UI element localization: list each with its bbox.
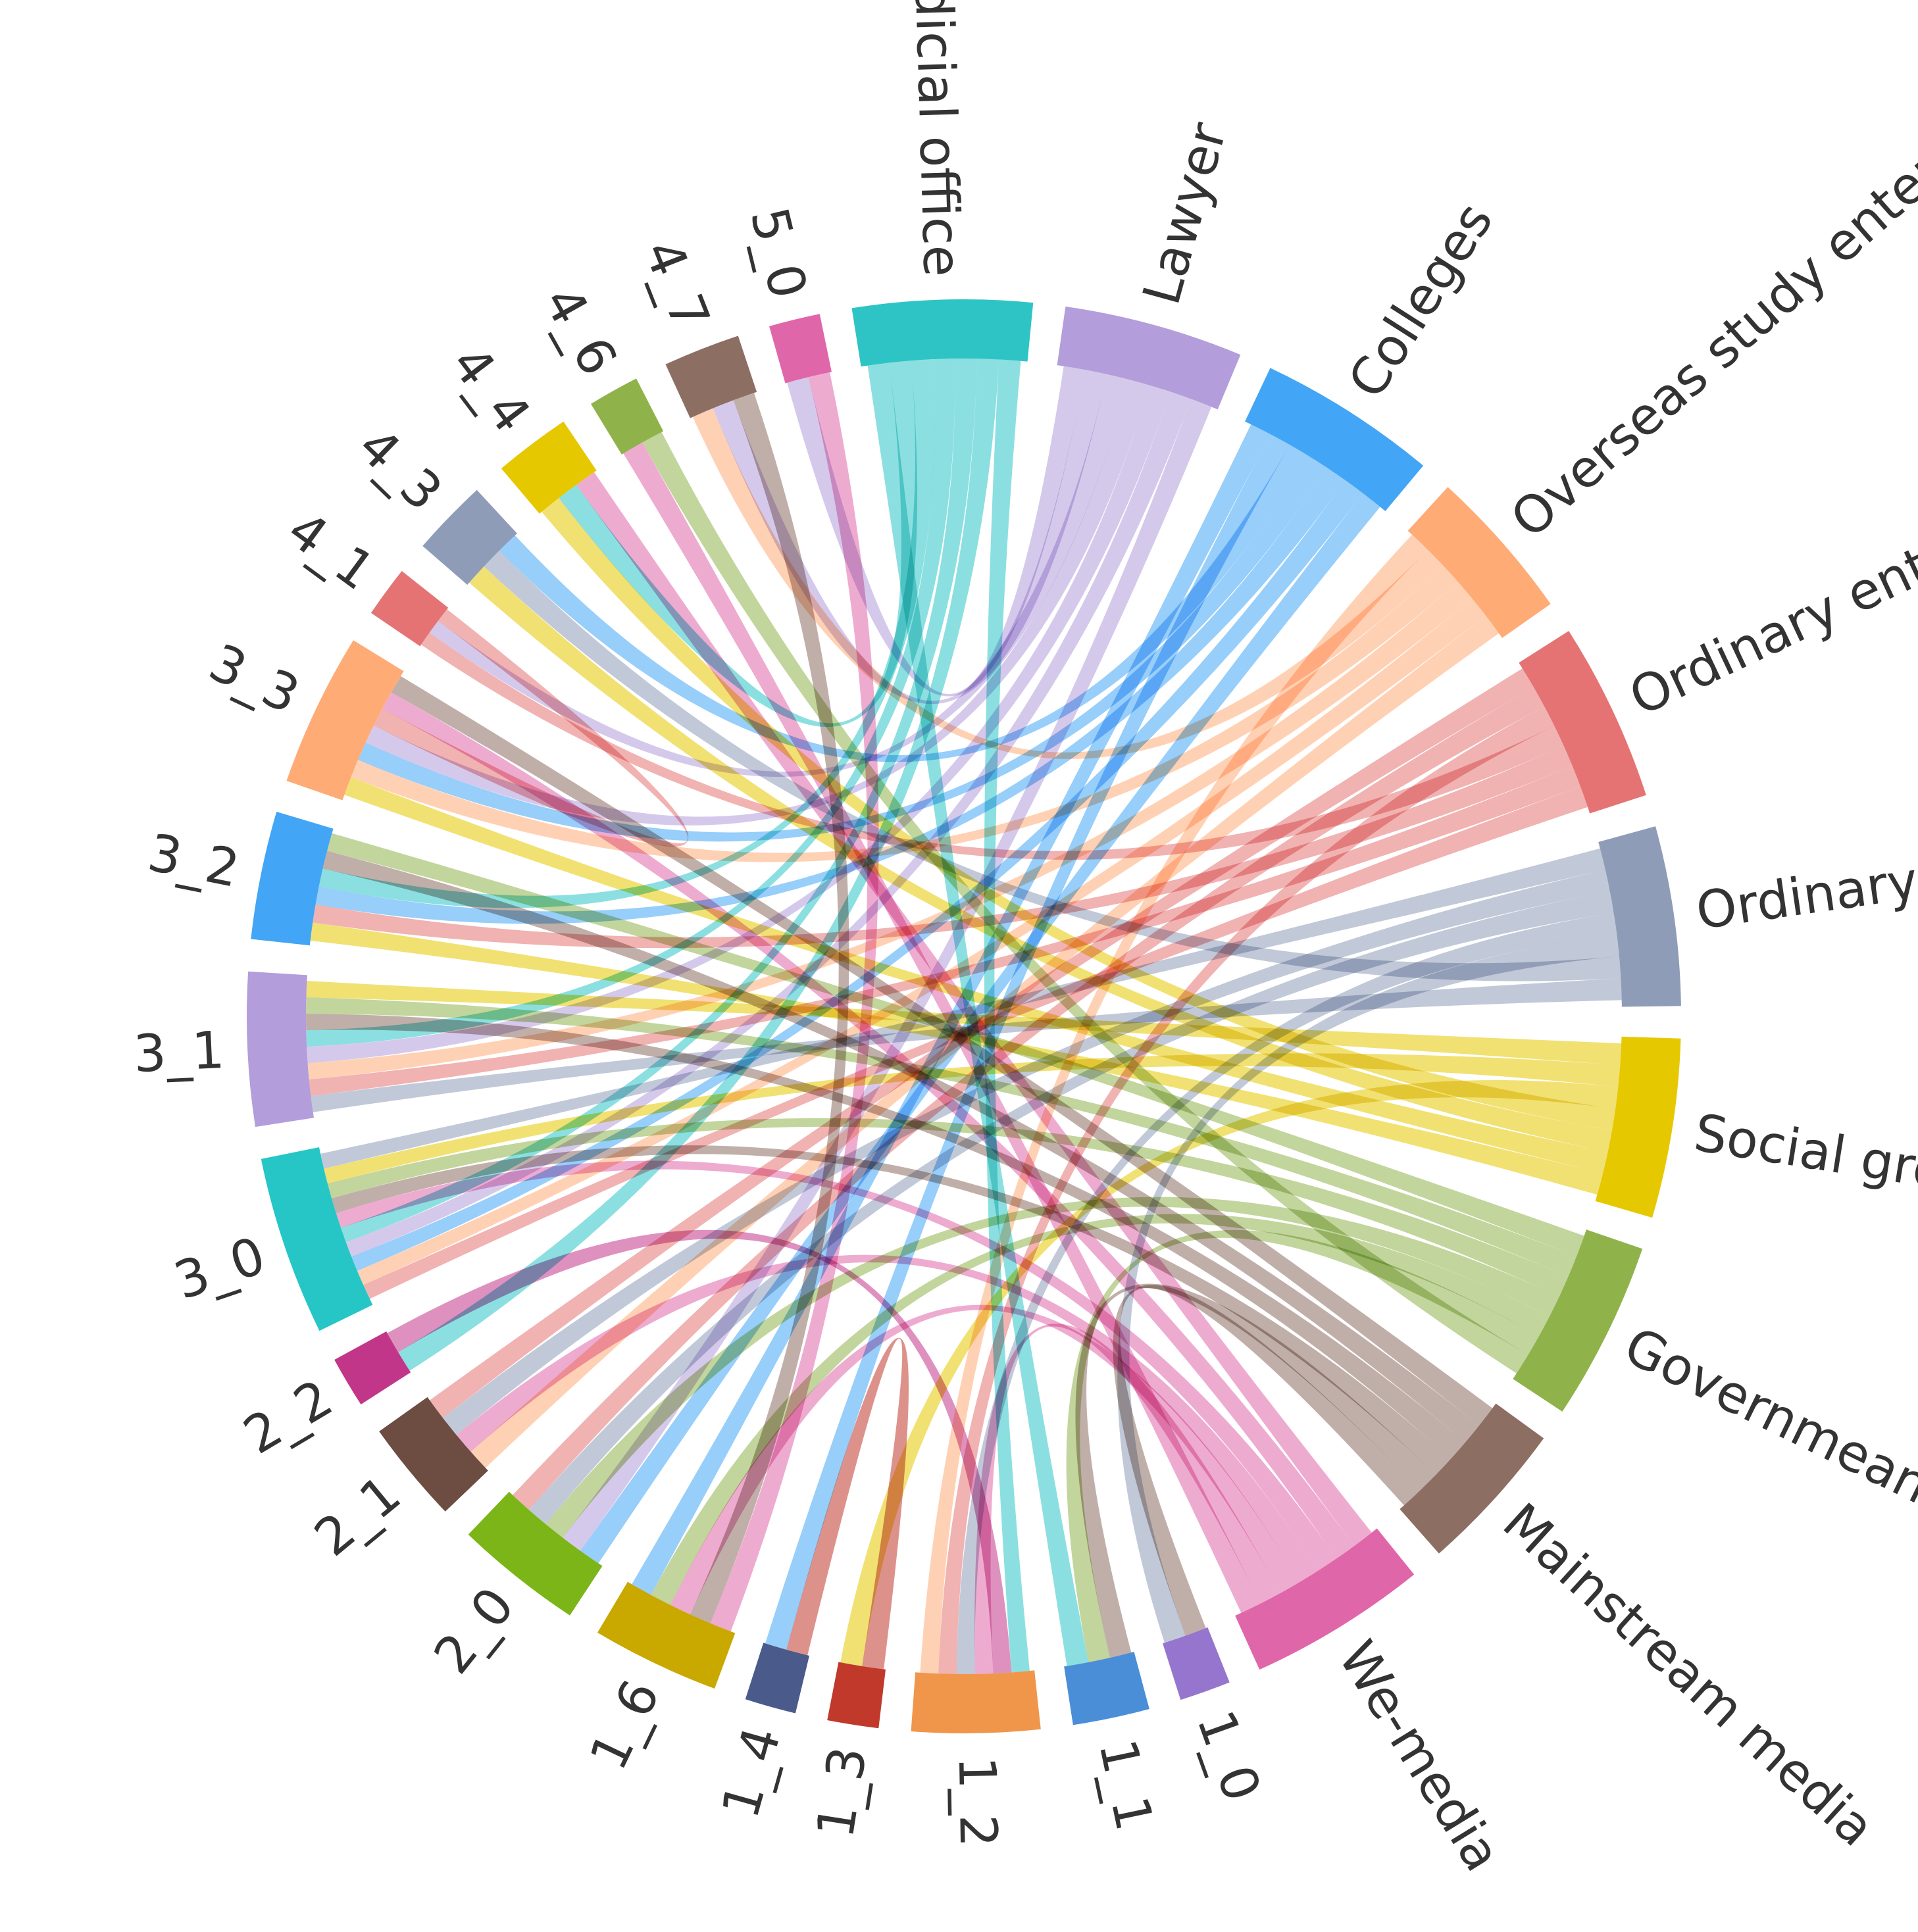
label-ordinary-enterprise: Ordinary enterprise <box>1621 460 1918 728</box>
ribbon-colleges-to-1-4[interactable] <box>765 434 1290 1650</box>
arc-1-6[interactable] <box>597 1581 736 1689</box>
arc-3-2[interactable] <box>251 812 334 946</box>
arc-ordinary-enterprise[interactable] <box>1519 631 1646 814</box>
ribbon-lawyer-to-5-0[interactable] <box>787 366 1086 697</box>
label-lawyer: Lawyer <box>1132 116 1239 310</box>
arc-ordinary-people[interactable] <box>1598 826 1681 1007</box>
label-3-3: 3_3 <box>201 633 309 726</box>
arc-1-2[interactable] <box>911 1670 1041 1733</box>
label-4-4: 4_4 <box>440 335 542 444</box>
label-5-0: 5_0 <box>739 202 818 305</box>
label-1-4: 1_4 <box>711 1721 793 1824</box>
arc-1-3[interactable] <box>827 1662 886 1729</box>
label-2-2: 2_2 <box>234 1369 343 1466</box>
ribbon-ordinary-people-to-3-1[interactable] <box>311 978 1622 1112</box>
ribbon-social-groups-to-3-1[interactable] <box>306 981 1622 1066</box>
ribbon-judicial-office-to-4-4[interactable] <box>559 360 918 727</box>
ribbon-mainstream-media-to-1-1[interactable] <box>1075 1283 1436 1658</box>
label-governmeant-sector: Governmeant sector <box>1615 1316 1918 1602</box>
label-4-7: 4_7 <box>632 232 720 339</box>
arc-1-0[interactable] <box>1163 1627 1230 1700</box>
label-4-3: 4_3 <box>347 416 453 522</box>
arc-3-0[interactable] <box>261 1147 373 1331</box>
arc-5-0[interactable] <box>769 314 832 384</box>
arc-3-1[interactable] <box>246 971 314 1127</box>
arc-we-media[interactable] <box>1235 1528 1415 1670</box>
ribbon-ordinary-enterprise-to-3-0[interactable] <box>363 786 1588 1299</box>
ribbon-judicial-office-to-1-1[interactable] <box>867 362 1089 1666</box>
arc-1-4[interactable] <box>745 1643 810 1714</box>
ribbon-4-1-to-3-3[interactable] <box>373 609 689 847</box>
label-social-groups: Social groups <box>1690 1103 1918 1216</box>
ribbon-we-media-to-4-4[interactable] <box>576 472 1372 1547</box>
label-1-0: 1_0 <box>1185 1703 1271 1808</box>
ribbon-social-groups-to-3-3[interactable] <box>344 777 1608 1174</box>
arc-judicial-office[interactable] <box>851 299 1034 367</box>
arc-2-0[interactable] <box>468 1491 603 1616</box>
arc-4-3[interactable] <box>422 489 517 585</box>
ribbon-ordinary-enterprise-to-2-1[interactable] <box>429 668 1534 1418</box>
label-mainstream-media: Mainstream media <box>1492 1493 1886 1858</box>
ribbon-ordinary-enterprise-to-3-2[interactable] <box>313 745 1573 949</box>
ribbon-overseas-study-enterprises-to-2-1[interactable] <box>470 615 1500 1468</box>
ribbon-layer <box>306 359 1622 1674</box>
ribbon-we-media-to-4-6[interactable] <box>623 442 1261 1613</box>
label-3-2: 3_2 <box>143 824 244 900</box>
ribbon-mainstream-media-to-1-0[interactable] <box>1113 1285 1421 1636</box>
arc-4-6[interactable] <box>591 378 664 455</box>
label-1-6: 1_6 <box>579 1672 672 1779</box>
ribbon-1-3-to-1-4[interactable] <box>786 1337 909 1670</box>
label-4-6: 4_6 <box>532 277 628 385</box>
label-4-1: 4_1 <box>276 501 385 602</box>
arc-overseas-study-enterprises[interactable] <box>1407 487 1551 638</box>
arc-3-3[interactable] <box>286 640 404 801</box>
arc-2-2[interactable] <box>334 1331 411 1405</box>
label-we-media: We-media <box>1326 1631 1512 1882</box>
label-overseas-study-enterprises: Overseas study enterprises <box>1500 39 1918 549</box>
ribbon-colleges-to-4-3[interactable] <box>499 445 1309 762</box>
arc-4-7[interactable] <box>665 335 757 418</box>
label-3-1: 3_1 <box>132 1021 226 1084</box>
ribbon-colleges-to-1-6[interactable] <box>632 424 1271 1595</box>
label-colleges: Colleges <box>1337 193 1504 409</box>
arc-colleges[interactable] <box>1245 368 1424 511</box>
arc-social-groups[interactable] <box>1595 1036 1681 1218</box>
label-judicial-office: Judicial office <box>901 0 971 278</box>
arc-4-1[interactable] <box>370 571 449 647</box>
ribbon-mainstream-media-to-3-0[interactable] <box>332 1145 1451 1475</box>
ribbon-mainstream-media-to-3-3[interactable] <box>391 676 1493 1426</box>
label-1-3: 1_3 <box>806 1743 878 1842</box>
ribbon-lawyer-to-3-1[interactable] <box>307 385 1171 1064</box>
arc-layer <box>246 299 1681 1733</box>
ribbon-we-media-to-1-2[interactable] <box>974 1324 1280 1674</box>
ribbon-social-groups-to-3-0[interactable] <box>324 1053 1621 1184</box>
ribbon-social-groups-to-3-2[interactable] <box>310 922 1603 1195</box>
arc-1-1[interactable] <box>1064 1651 1149 1725</box>
arc-4-4[interactable] <box>501 421 597 514</box>
arc-governmeant-sector[interactable] <box>1513 1229 1643 1412</box>
ribbon-governmeant-sector-to-3-2[interactable] <box>327 833 1584 1256</box>
arc-2-1[interactable] <box>379 1397 488 1512</box>
label-ordinary-people: Ordinary people <box>1692 825 1918 942</box>
arc-mainstream-media[interactable] <box>1400 1403 1544 1554</box>
ribbon-colleges-to-2-0[interactable] <box>580 493 1380 1564</box>
arc-lawyer[interactable] <box>1057 306 1241 410</box>
label-1-1: 1_1 <box>1087 1735 1164 1836</box>
label-2-1: 2_1 <box>304 1464 412 1568</box>
label-1-2: 1_2 <box>947 1756 1007 1848</box>
label-3-0: 3_0 <box>167 1226 272 1312</box>
label-2-0: 2_0 <box>423 1577 526 1685</box>
ribbon-we-media-to-2-1[interactable] <box>456 1254 1319 1583</box>
